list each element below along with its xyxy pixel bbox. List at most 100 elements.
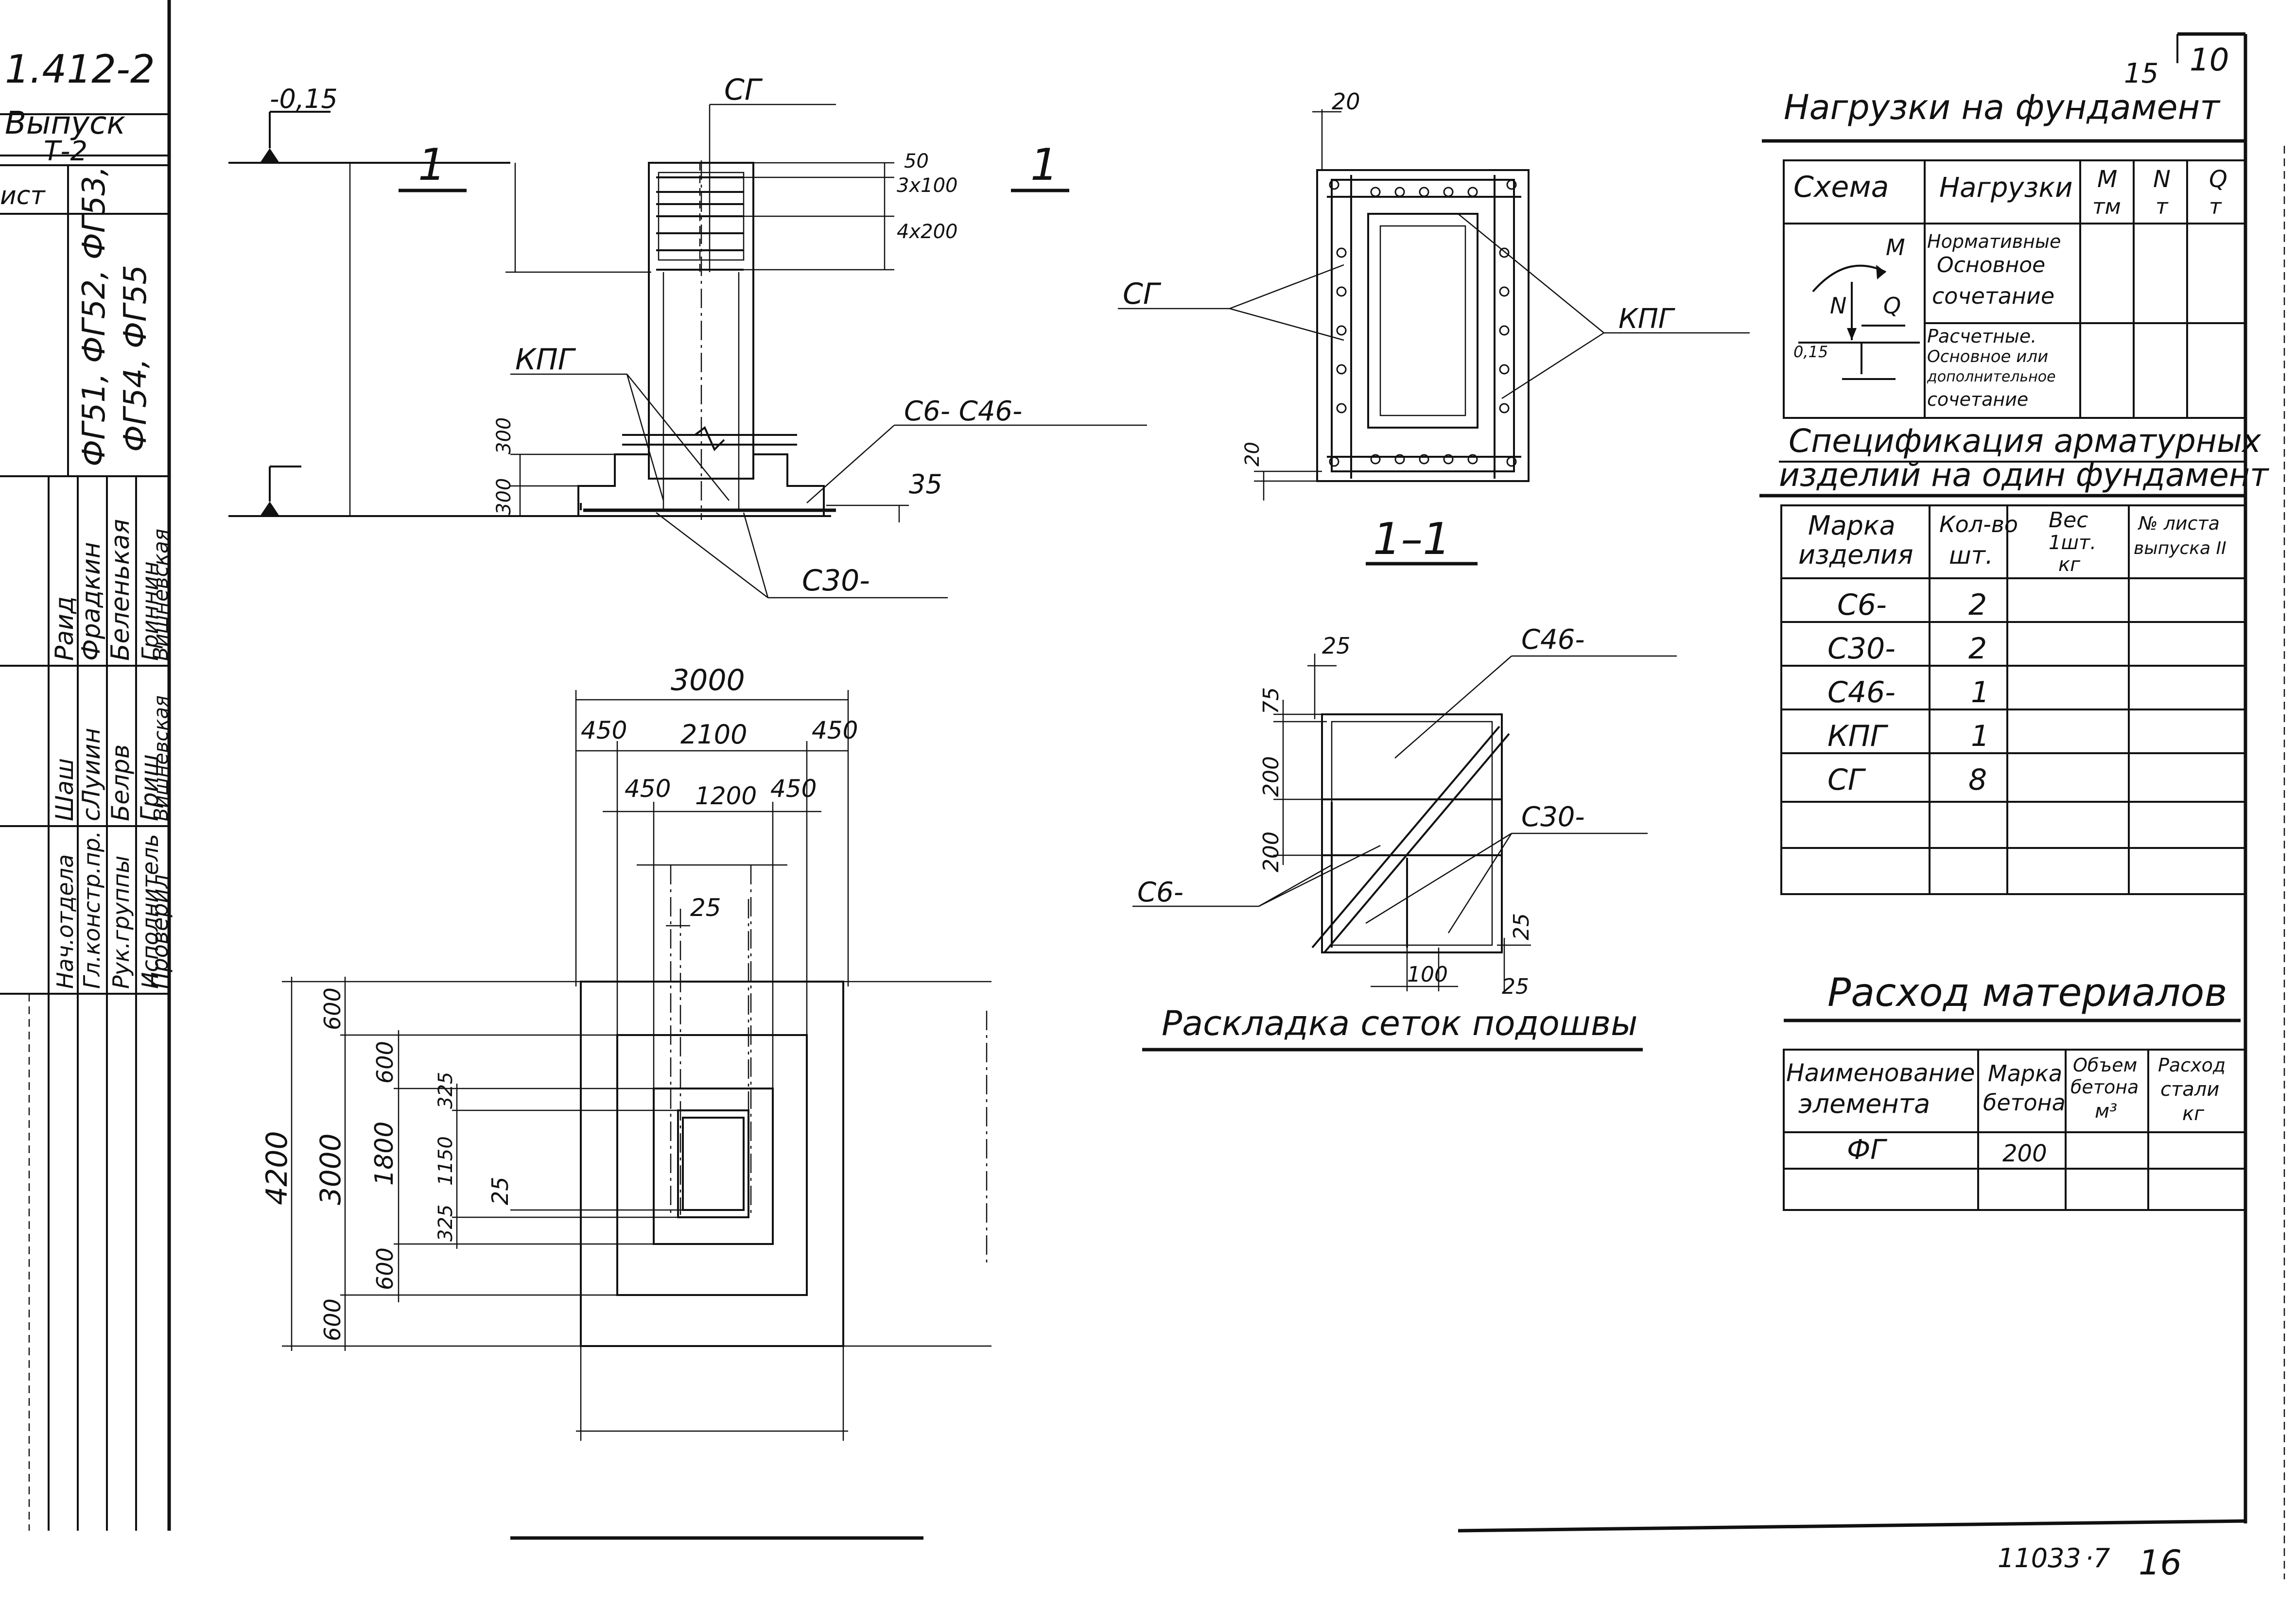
- mesh-dim-200a: 200: [1259, 756, 1284, 797]
- materials-col-name-1: Наименование: [1786, 1059, 1975, 1087]
- section-mark-right: 1: [1030, 139, 1058, 190]
- loads-col-loads: Нагрузки: [1939, 172, 2073, 204]
- section-1-1: 20 20 СГ КПГ 1–1: [1118, 88, 1750, 566]
- product-marks-line2: ФГ54, ФГ55: [118, 265, 154, 452]
- spec-row-3-mark: КПГ: [1827, 719, 1889, 753]
- materials-title: Расход материалов: [1827, 970, 2227, 1015]
- spec-col-weight-1: Вес: [2049, 508, 2088, 533]
- dim-4x200: 4х200: [897, 221, 957, 243]
- dim-50: 50: [904, 150, 929, 173]
- materials-col-vol-1: Объем: [2073, 1054, 2137, 1076]
- mesh-dim-25-right: 25: [1509, 913, 1534, 940]
- spec-row-1-mark: С30-: [1827, 632, 1896, 666]
- dim-325a: 325: [435, 1072, 457, 1109]
- name-1: Фрадкин: [77, 542, 106, 661]
- dim-325b: 325: [435, 1205, 457, 1242]
- loads-col-q: Q: [2209, 166, 2227, 193]
- issue-value: Т-2: [44, 136, 87, 167]
- scheme-level: 0,15: [1793, 343, 1828, 361]
- scheme-n: N: [1830, 293, 1846, 319]
- materials-row-grade: 200: [2002, 1140, 2047, 1167]
- dim-20-top: 20: [1332, 88, 1360, 115]
- plan-view: 3000 450 2100 450 450 1200 450 25 4200 6…: [260, 663, 991, 1441]
- dim-1800: 1800: [370, 1122, 399, 1186]
- dim-3000: 3000: [671, 663, 745, 697]
- spec-row-4-qty: 8: [1968, 763, 1987, 797]
- dim-600c: 600: [372, 1247, 398, 1290]
- signature-3: Гриш: [136, 754, 164, 821]
- spec-title-line1: Спецификация арматурных: [1789, 422, 2261, 460]
- loads-table: Нагрузки на фундамент Схема Нагрузки М т…: [1762, 87, 2246, 419]
- materials-col-steel-1: Расход: [2158, 1054, 2226, 1076]
- name-4: Вишневская: [149, 529, 173, 661]
- elevation-view: -0,15 1 1: [228, 73, 1147, 599]
- spec-title-line2: изделий на один фундамент: [1779, 456, 2270, 494]
- spec-row-2-qty: 1: [1971, 675, 1989, 709]
- product-marks-line1: ФГ51, ФГ52, ФГ53,: [76, 166, 112, 467]
- dim-4200: 4200: [260, 1131, 294, 1205]
- title-block: 1.412-2 Выпуск Т-2 ист ФГ51, ФГ52, ФГ53,…: [0, 0, 173, 1531]
- spec-table: Спецификация арматурных изделий на один …: [1759, 422, 2270, 895]
- footer-page: 16: [2139, 1543, 2182, 1583]
- loads-col-q-unit: т: [2209, 194, 2222, 219]
- materials-col-vol-3: м³: [2095, 1100, 2117, 1123]
- sheet-number: 10: [2190, 42, 2229, 78]
- spec-row-4-mark: СГ: [1827, 763, 1866, 797]
- dim-3000v: 3000: [314, 1133, 347, 1205]
- rebar-dots: [1329, 179, 1517, 467]
- dim-450a: 450: [581, 716, 627, 744]
- sheet-label: ист: [0, 181, 46, 210]
- signature-4: Вишневская: [150, 695, 173, 821]
- dim-450d: 450: [770, 775, 817, 803]
- spec-col-weight-3: кг: [2058, 553, 2081, 576]
- load-scheme-sketch: M N Q 0,15: [1793, 234, 1920, 380]
- materials-col-steel-2: стали: [2160, 1078, 2219, 1101]
- loads-row1-line1: Нормативные: [1927, 231, 2061, 252]
- spec-col-sheet-1: № листа: [2138, 513, 2220, 534]
- footer-mark: ·7: [2085, 1543, 2110, 1573]
- label-c6-mesh: С6-: [1137, 877, 1183, 908]
- loads-row2-line3: дополнительное: [1927, 368, 2056, 385]
- dim-450b: 450: [812, 716, 858, 744]
- mesh-dim-25-top: 25: [1322, 633, 1351, 659]
- label-sg-elevation: СГ: [724, 73, 763, 107]
- spec-col-qty-2: шт.: [1949, 541, 1993, 570]
- role-4: Проверил: [147, 874, 173, 989]
- spec-row-1-qty: 2: [1968, 632, 1987, 666]
- spec-row-0-qty: 2: [1968, 588, 1987, 622]
- label-c6-c46: С6- С46-: [904, 396, 1022, 427]
- materials-col-grade-2: бетона: [1983, 1089, 2066, 1116]
- loads-row2-line1: Расчетные.: [1927, 326, 2036, 347]
- label-c30-elevation: С30-: [802, 564, 870, 598]
- dim-25-plan-left: 25: [487, 1176, 513, 1205]
- loads-col-n-unit: т: [2156, 194, 2169, 219]
- section-1-1-title: 1–1: [1373, 514, 1451, 565]
- dim-2100: 2100: [680, 719, 747, 750]
- issue-label: Выпуск: [5, 105, 125, 141]
- signature-0: Шаш: [51, 758, 79, 821]
- scheme-m: M: [1886, 234, 1905, 260]
- dim-1150: 1150: [435, 1136, 457, 1186]
- loads-row2-line4: сочетание: [1927, 389, 2028, 410]
- mesh-dim-75: 75: [1259, 687, 1284, 714]
- spec-col-weight-2: 1шт.: [2049, 532, 2096, 554]
- spec-col-qty-1: Кол-во: [1939, 511, 2018, 537]
- dim-3x100: 3х100: [897, 174, 957, 197]
- label-kpg-elevation: КПГ: [515, 343, 576, 377]
- loads-col-n: N: [2153, 166, 2171, 193]
- spec-row-2-mark: С46-: [1827, 675, 1896, 709]
- dim-1200: 1200: [695, 782, 757, 810]
- loads-col-m-unit: тм: [2092, 194, 2121, 219]
- level-mark-top: -0,15: [270, 84, 338, 114]
- spec-row-0-mark: С6-: [1837, 588, 1887, 622]
- loads-row2-line2: Основное или: [1927, 347, 2048, 366]
- label-sg-section: СГ: [1123, 277, 1162, 311]
- name-0: Раид: [50, 596, 79, 661]
- loads-row1-line3: сочетание: [1932, 283, 2054, 309]
- dim-25-plan-top: 25: [690, 894, 721, 922]
- dim-300b: 300: [493, 478, 515, 515]
- materials-table: Расход материалов Наименование элемента …: [1783, 970, 2246, 1211]
- materials-col-name-2: элемента: [1798, 1089, 1930, 1119]
- materials-col-grade-1: Марка: [1988, 1060, 2062, 1087]
